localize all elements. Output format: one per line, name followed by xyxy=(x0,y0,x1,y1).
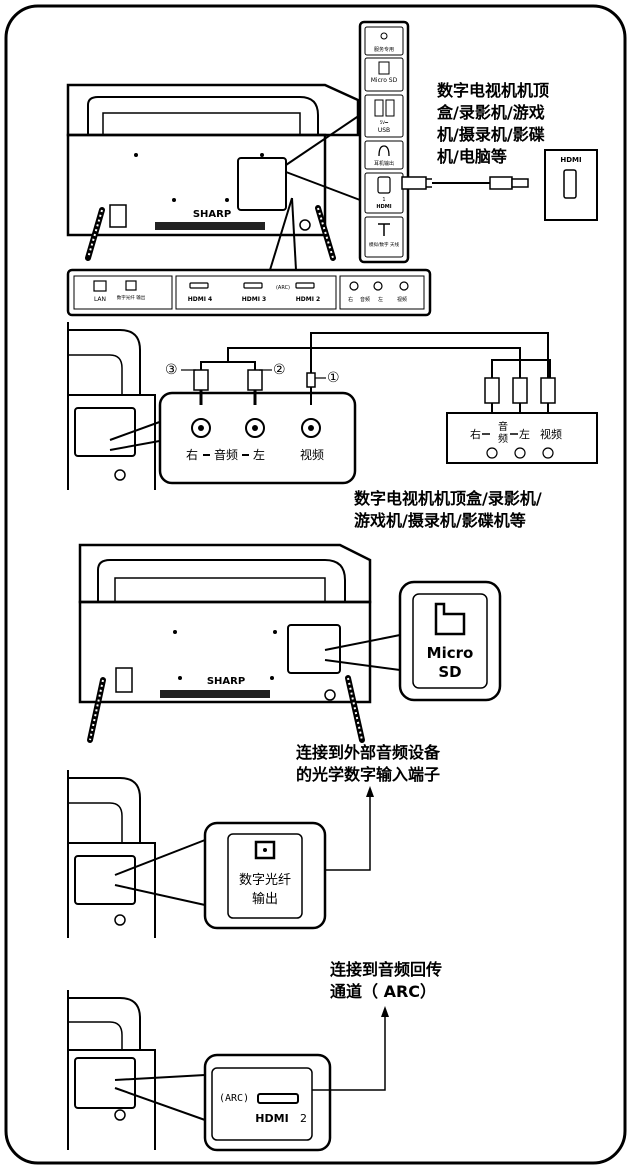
microsd-callout: Micro SD xyxy=(398,580,502,702)
optical-dest-line1: 连接到外部音频设备 xyxy=(296,743,441,762)
optical-label: 数字光纤 输出 xyxy=(117,294,146,301)
device-label-2-line1: 数字电视机机顶盒/录影机/ xyxy=(354,489,542,508)
service-port-icon xyxy=(380,32,388,40)
arc-dest-line2: 通道（ ARC） xyxy=(330,982,436,1001)
bottom-port-strip: LAN 数字光纤 输出 HDMI 4 HDMI 3 (ARC) HDMI 2 右… xyxy=(66,268,432,317)
lan-port-icon xyxy=(93,280,107,292)
external-device-av: 右 音 频 左 视频 xyxy=(446,412,598,464)
device-video-label: 视频 xyxy=(540,427,562,441)
brand-logo-2: SHARP xyxy=(207,676,245,687)
av-input-panel: 右 音频 左 视频 xyxy=(158,391,357,485)
hdmi4-port-icon xyxy=(189,282,209,289)
audio-right-jack-icon xyxy=(349,281,359,291)
optical-zoom-line1: 数字光纤 xyxy=(239,873,291,888)
device-label-2-line2: 游戏机/摄录机/影碟机等 xyxy=(354,511,526,530)
usb-port-icon xyxy=(374,99,384,117)
service-port-label: 服务专用 xyxy=(374,46,394,53)
microsd-zoom-line2: SD xyxy=(438,663,461,681)
device-label-1-line1: 数字电视机机顶 xyxy=(437,81,549,100)
external-device-hdmi: HDMI xyxy=(544,149,598,221)
hdmi2-label: HDMI 2 xyxy=(296,296,320,303)
lan-label: LAN xyxy=(94,296,106,303)
page-frame xyxy=(4,4,627,1165)
optical-port-icon xyxy=(125,280,137,291)
hdmi1-port-icon xyxy=(377,176,391,194)
optical-dest-line2: 的光学数字输入端子 xyxy=(296,765,440,784)
strip-left-label: 左 xyxy=(378,296,383,303)
device-label-1-line4: 机/电脑等 xyxy=(437,147,507,166)
arc-hdmi-logo: HDMI xyxy=(255,1112,288,1125)
headphone-icon xyxy=(378,145,390,157)
brand-logo: SHARP xyxy=(193,209,231,220)
device-audio-label-b: 频 xyxy=(498,432,508,445)
hdmi1-logo: HDMI xyxy=(376,204,391,210)
tv-rear-view-3: SHARP xyxy=(78,543,372,743)
device-right-label: 右 xyxy=(470,427,481,441)
hdmi1-number: 1 xyxy=(382,197,385,203)
arc-hdmi-number: 2 xyxy=(300,1112,307,1125)
hdmi4-label: HDMI 4 xyxy=(188,296,212,303)
antenna-port-label: 模拟/数字 天线 xyxy=(369,241,399,248)
av-left-label: 左 xyxy=(253,447,265,462)
side-port-panel: 服务专用 Micro SD 5V⎓ USB 耳机输出 1 HDMI 模拟/数字 … xyxy=(358,20,410,264)
device-hdmi-port-icon xyxy=(563,169,577,199)
optical-zoom-line2: 输出 xyxy=(252,891,278,907)
tv-corner-view-2 xyxy=(67,322,156,490)
hdmi-cable xyxy=(401,176,529,190)
tv-corner-view-4 xyxy=(67,770,156,938)
audio-left-jack-icon xyxy=(373,281,383,291)
arc-small-label: (ARC) xyxy=(276,285,290,291)
microsd-zoom-line1: Micro xyxy=(427,644,474,662)
hdmi3-label: HDMI 3 xyxy=(242,296,266,303)
arc-dest-line1: 连接到音频回传 xyxy=(330,960,442,979)
video-jack-icon xyxy=(399,281,409,291)
av-right-label: 右 xyxy=(186,447,198,462)
hdmi2-port-icon xyxy=(295,282,315,289)
microsd-slot-icon xyxy=(434,602,466,636)
marker-1: ① xyxy=(327,370,340,386)
antenna-icon xyxy=(378,223,390,236)
arc-hdmi-callout: (ARC) HDMI 2 xyxy=(203,1053,332,1152)
tv-rear-view-1: SHARP xyxy=(66,83,360,261)
device-label-1: 数字电视机机顶 盒/录影机/游戏 机/摄录机/影碟 机/电脑等 xyxy=(437,81,549,166)
marker-3: ③ xyxy=(165,362,178,378)
strip-right-label: 右 xyxy=(348,296,353,303)
marker-2: ② xyxy=(273,362,286,378)
arc-hdmi-port-icon xyxy=(257,1093,299,1104)
hdmi3-port-icon xyxy=(243,282,263,289)
usb-port-label: USB xyxy=(378,127,390,134)
headphone-port-label: 耳机输出 xyxy=(374,160,394,167)
microsd-icon xyxy=(378,61,390,75)
optical-output-callout: 数字光纤 输出 xyxy=(203,821,327,930)
device-label-1-line3: 机/摄录机/影碟 xyxy=(437,125,545,144)
av-video-label: 视频 xyxy=(300,447,324,462)
strip-audio-label: 音频 xyxy=(360,296,370,303)
microsd-port-label: Micro SD xyxy=(371,77,398,84)
usb-power-label: 5V⎓ xyxy=(380,120,389,125)
arc-zoom-label: (ARC) xyxy=(219,1093,249,1104)
device-label-1-line2: 盒/录影机/游戏 xyxy=(437,103,545,122)
strip-video-label: 视频 xyxy=(397,296,407,303)
device-audio-label-a: 音 xyxy=(498,420,508,433)
av-audio-label: 音频 xyxy=(214,447,238,462)
device-left-label: 左 xyxy=(519,428,530,441)
device-hdmi-logo: HDMI xyxy=(560,156,581,164)
av-cables: ① ② ③ xyxy=(165,332,556,413)
tv-corner-view-5 xyxy=(67,990,156,1150)
